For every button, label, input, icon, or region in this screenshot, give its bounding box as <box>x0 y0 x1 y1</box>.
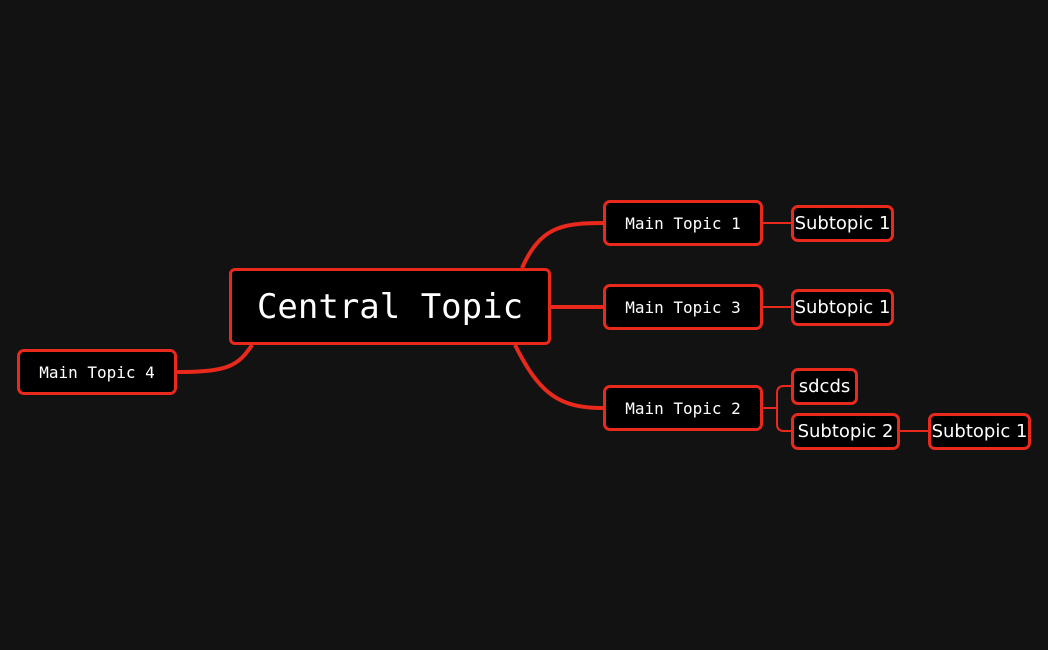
main-topic-1-subtopic-1[interactable]: Subtopic 1 <box>791 205 894 242</box>
main-topic-1[interactable]: Main Topic 1 <box>603 200 763 246</box>
main-topic-2-subtopic-2[interactable]: Subtopic 2 <box>791 413 900 450</box>
central-topic[interactable]: Central Topic <box>229 268 551 345</box>
connector-central-main-topic-1 <box>520 221 604 269</box>
main-topic-3-subtopic-1[interactable]: Subtopic 1 <box>791 289 894 326</box>
main-topic-3[interactable]: Main Topic 3 <box>603 284 763 330</box>
subtopic-2-subtopic-1[interactable]: Subtopic 1 <box>928 413 1031 450</box>
main-topic-2[interactable]: Main Topic 2 <box>603 385 763 431</box>
main-topic-2-subtopic-sdcds[interactable]: sdcds <box>791 368 858 405</box>
connector-main-topic-2-branches <box>763 385 791 432</box>
connector-central-main-topic-2 <box>513 344 604 410</box>
connector-central-main-topic-4 <box>176 343 254 374</box>
main-topic-4[interactable]: Main Topic 4 <box>17 349 177 395</box>
